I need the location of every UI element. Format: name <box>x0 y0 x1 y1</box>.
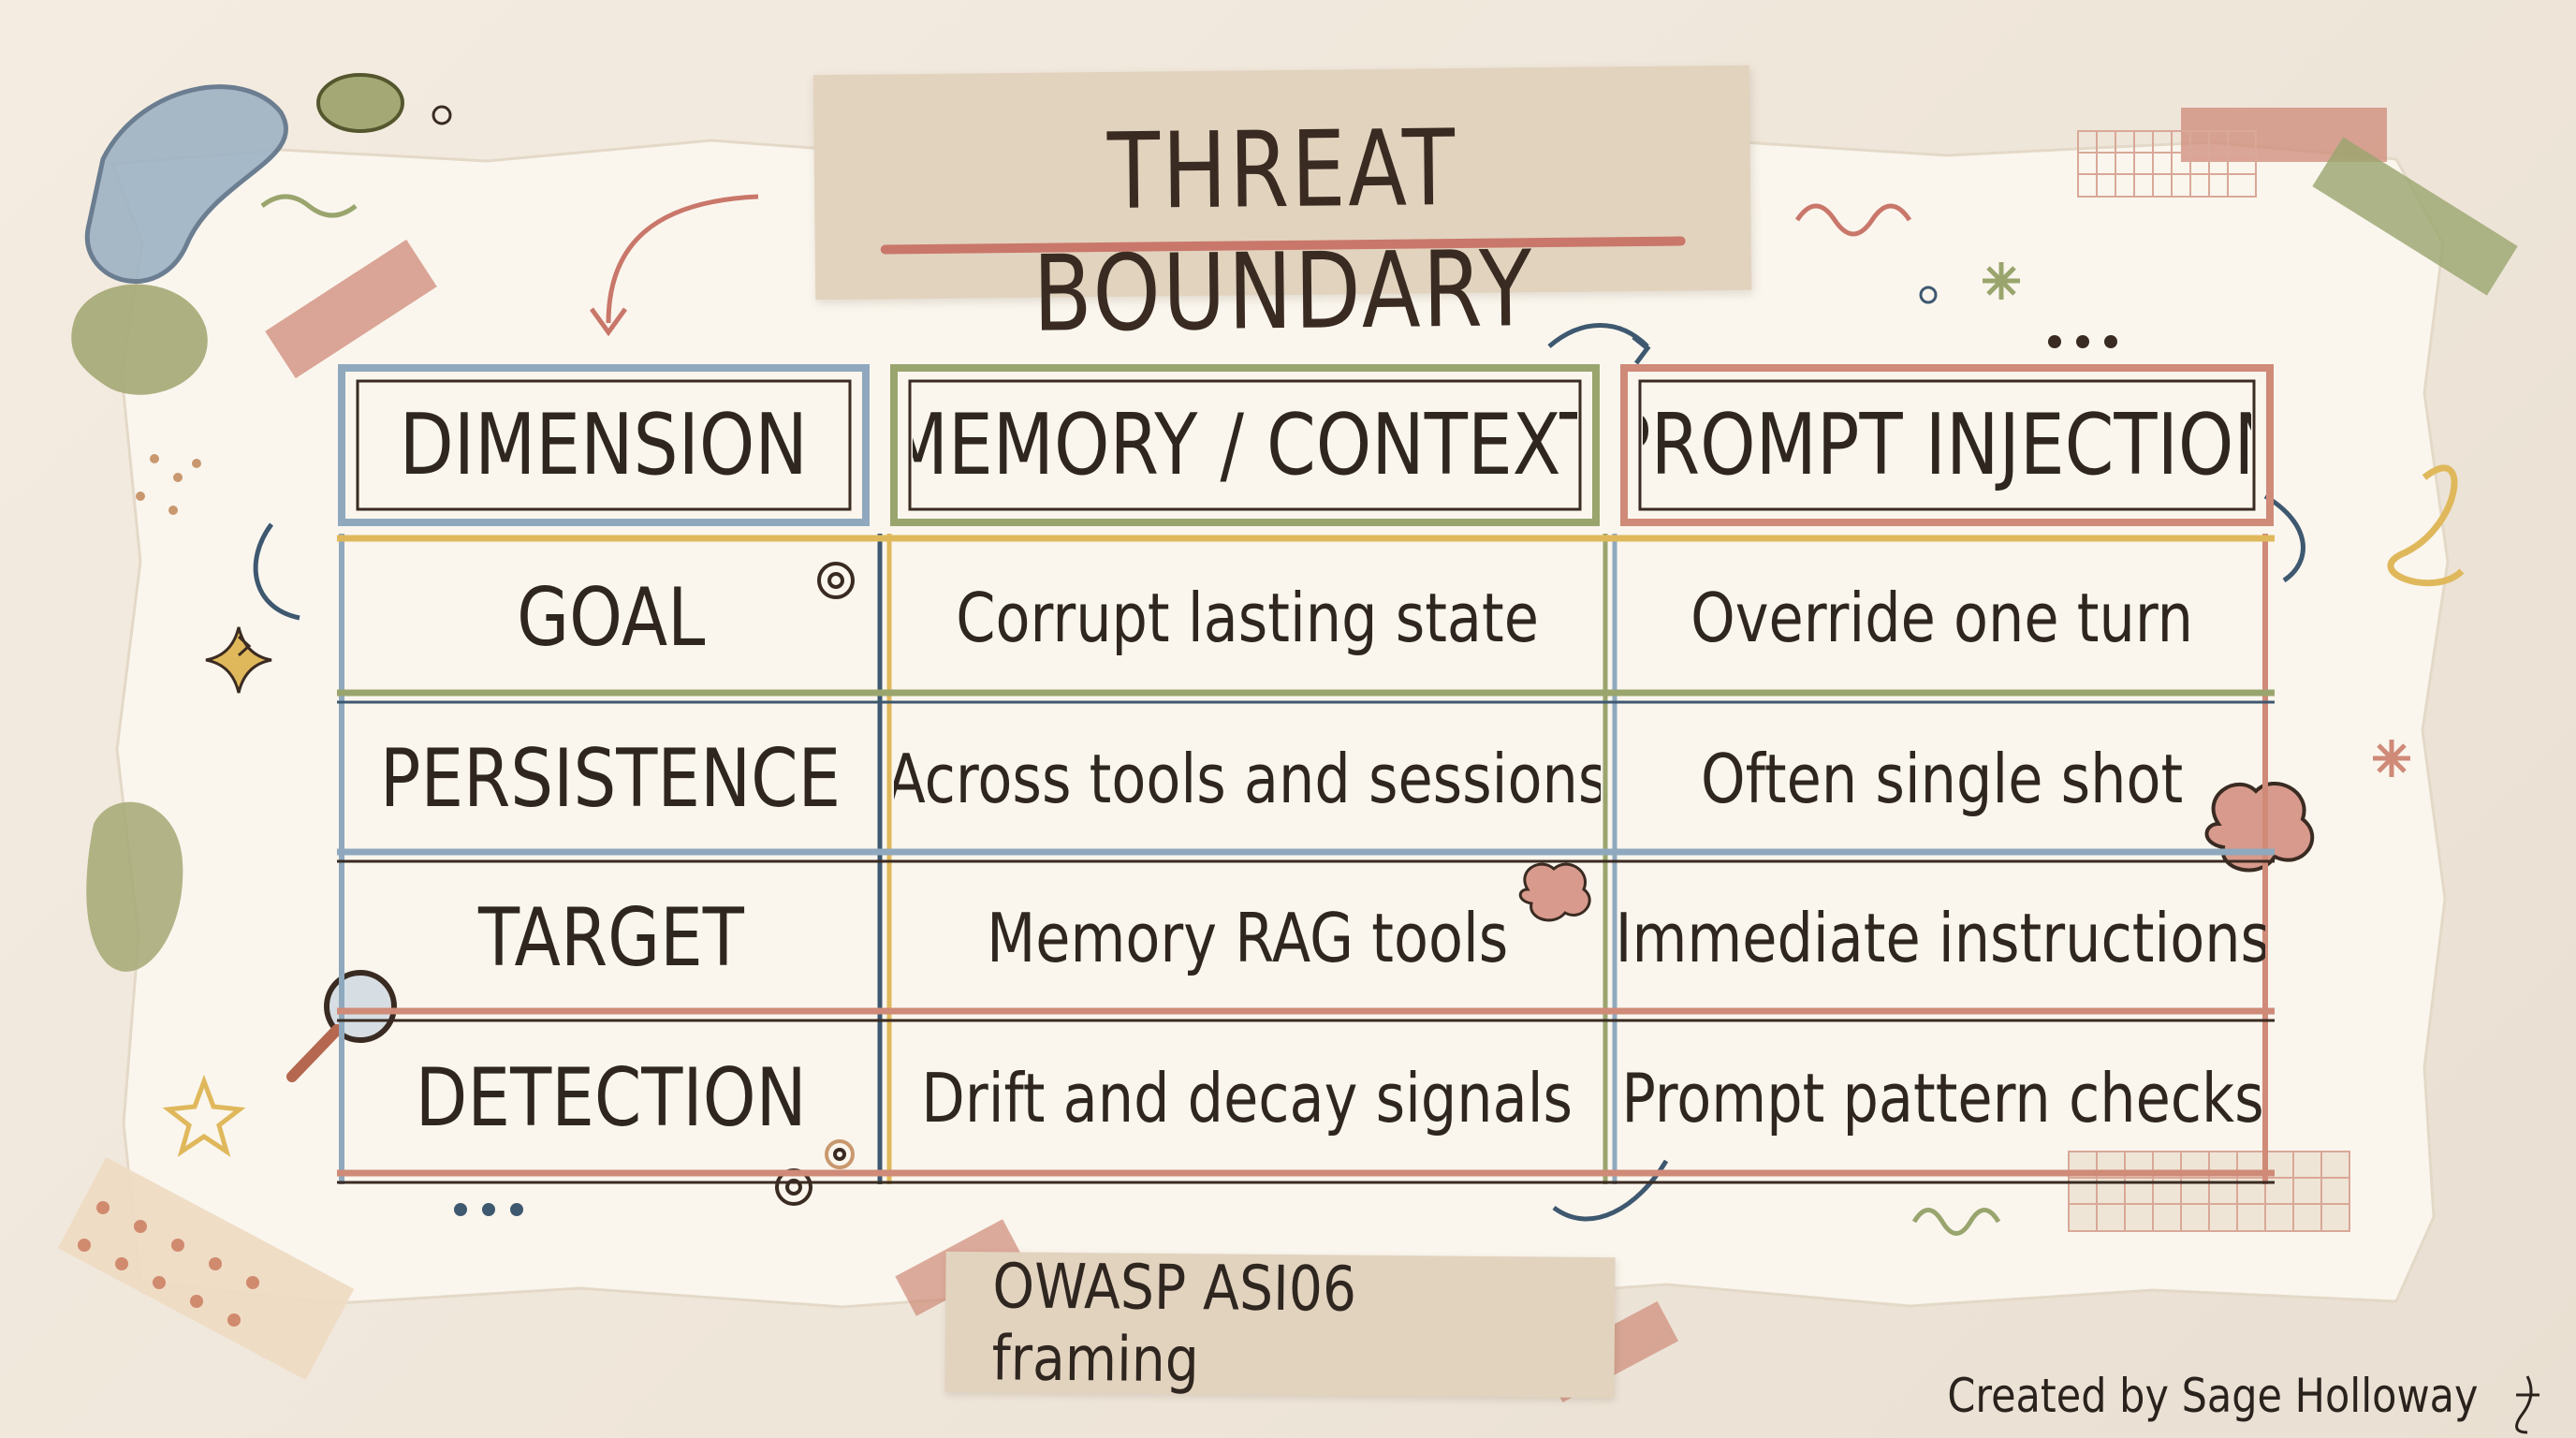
header-dimension: DIMENSION <box>399 396 809 494</box>
arrow-icon <box>2263 493 2305 583</box>
arrow-icon <box>253 522 300 621</box>
header-prompt-injection: PROMPT INJECTION <box>1643 396 2251 494</box>
row-label-detection: DETECTION <box>415 1051 807 1145</box>
title-tag: THREAT BOUNDARY <box>812 65 1752 356</box>
row-label-persistence: PERSISTENCE <box>380 731 842 826</box>
scatter-dots <box>136 454 201 515</box>
injection-detection-cell: Prompt pattern checks <box>1620 1059 2264 1137</box>
dots-bottom-left <box>454 1203 523 1216</box>
framing-label: OWASP ASI06 framing <box>944 1250 1616 1399</box>
olive-blob-left <box>71 284 208 395</box>
tape-top-right-olive <box>2312 137 2518 296</box>
dots-top-right <box>2048 335 2117 348</box>
squiggle <box>260 194 358 218</box>
sparkle-icon <box>205 626 272 694</box>
sparkle-icon <box>1983 262 2020 300</box>
tape-top-left <box>265 239 437 379</box>
memory-detection-cell: Drift and decay signals <box>921 1059 1573 1137</box>
memory-persistence-cell: Across tools and sessions <box>894 739 1601 818</box>
table-grid <box>337 364 2275 1184</box>
memory-target-cell: Memory RAG tools <box>986 898 1509 977</box>
injection-target-cell: Immediate instructions <box>1619 898 2265 977</box>
sparkle-icon <box>2373 740 2410 777</box>
header-memory-context: MEMORY / CONTEXT <box>913 396 1577 494</box>
olive-blob <box>316 73 404 133</box>
memory-goal-cell: Corrupt lasting state <box>956 579 1539 657</box>
credit-line: Created by Sage Holloway <box>1946 1369 2478 1423</box>
grid-patch-top <box>2077 130 2257 198</box>
tape-bottom-left <box>57 1157 355 1380</box>
comparison-table: DIMENSION MEMORY / CONTEXT PROMPT INJECT… <box>337 360 2275 1184</box>
star-icon <box>162 1074 246 1157</box>
brain-icon <box>1518 781 2315 922</box>
squiggle <box>2387 464 2465 587</box>
row-label-goal: GOAL <box>516 571 706 665</box>
page-title: THREAT BOUNDARY <box>1032 108 1535 356</box>
squiggle <box>1911 1208 2001 1236</box>
squiggle <box>1794 203 1912 237</box>
injection-goal-cell: Override one turn <box>1690 579 2194 657</box>
dot-pattern <box>78 1201 259 1327</box>
olive-blob-lower <box>86 801 183 972</box>
arrow-icon <box>606 194 759 324</box>
blue-blob <box>84 84 289 284</box>
signature-icon <box>2515 1375 2539 1434</box>
row-label-target: TARGET <box>477 890 744 985</box>
injection-persistence-cell: Often single shot <box>1701 739 2184 818</box>
